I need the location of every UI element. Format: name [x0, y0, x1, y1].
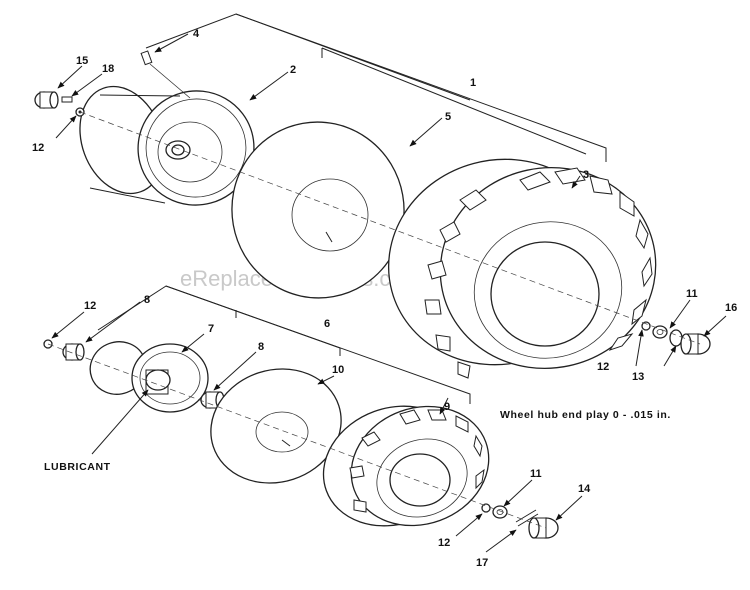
callout-9: 9 [444, 401, 450, 413]
callout-8-lower: 8 [258, 341, 264, 353]
lubricant-label: LUBRICANT [44, 461, 111, 473]
end-play-note: Wheel hub end play 0 - .015 in. [500, 409, 671, 421]
callout-11-upper: 11 [686, 288, 698, 300]
lower-tube [210, 368, 342, 484]
upper-tire [387, 158, 657, 379]
lower-left-hub-parts [43, 339, 225, 409]
callout-7: 7 [208, 323, 214, 335]
callout-2: 2 [290, 64, 296, 76]
callout-12-a: 12 [32, 142, 44, 154]
callout-13: 13 [632, 371, 644, 383]
lower-rim [89, 341, 209, 413]
callout-5: 5 [445, 111, 451, 123]
lower-right-hub-parts [481, 503, 559, 539]
callout-3: 3 [583, 169, 589, 181]
bracket-1 [145, 13, 607, 162]
callout-4: 4 [193, 28, 200, 40]
callout-6: 6 [324, 318, 330, 330]
callout-15: 15 [76, 55, 88, 67]
callout-12-d: 12 [438, 537, 450, 549]
callout-18: 18 [102, 63, 114, 75]
callout-12-b: 12 [84, 300, 96, 312]
lower-tire [322, 405, 490, 527]
right-hub-parts [641, 321, 711, 355]
upper-rim [79, 85, 255, 206]
callout-14: 14 [578, 483, 591, 495]
callout-10: 10 [332, 364, 344, 376]
callout-8-upper: 8 [144, 294, 150, 306]
callout-12-c: 12 [597, 361, 609, 373]
callout-11-lower: 11 [530, 468, 542, 480]
upper-valve-stem [140, 50, 191, 99]
upper-hub-parts [34, 91, 85, 117]
callout-arrows [51, 33, 727, 553]
callout-1: 1 [470, 77, 476, 89]
upper-tube [231, 121, 405, 299]
callout-16: 16 [725, 302, 737, 314]
callout-17: 17 [476, 557, 488, 569]
